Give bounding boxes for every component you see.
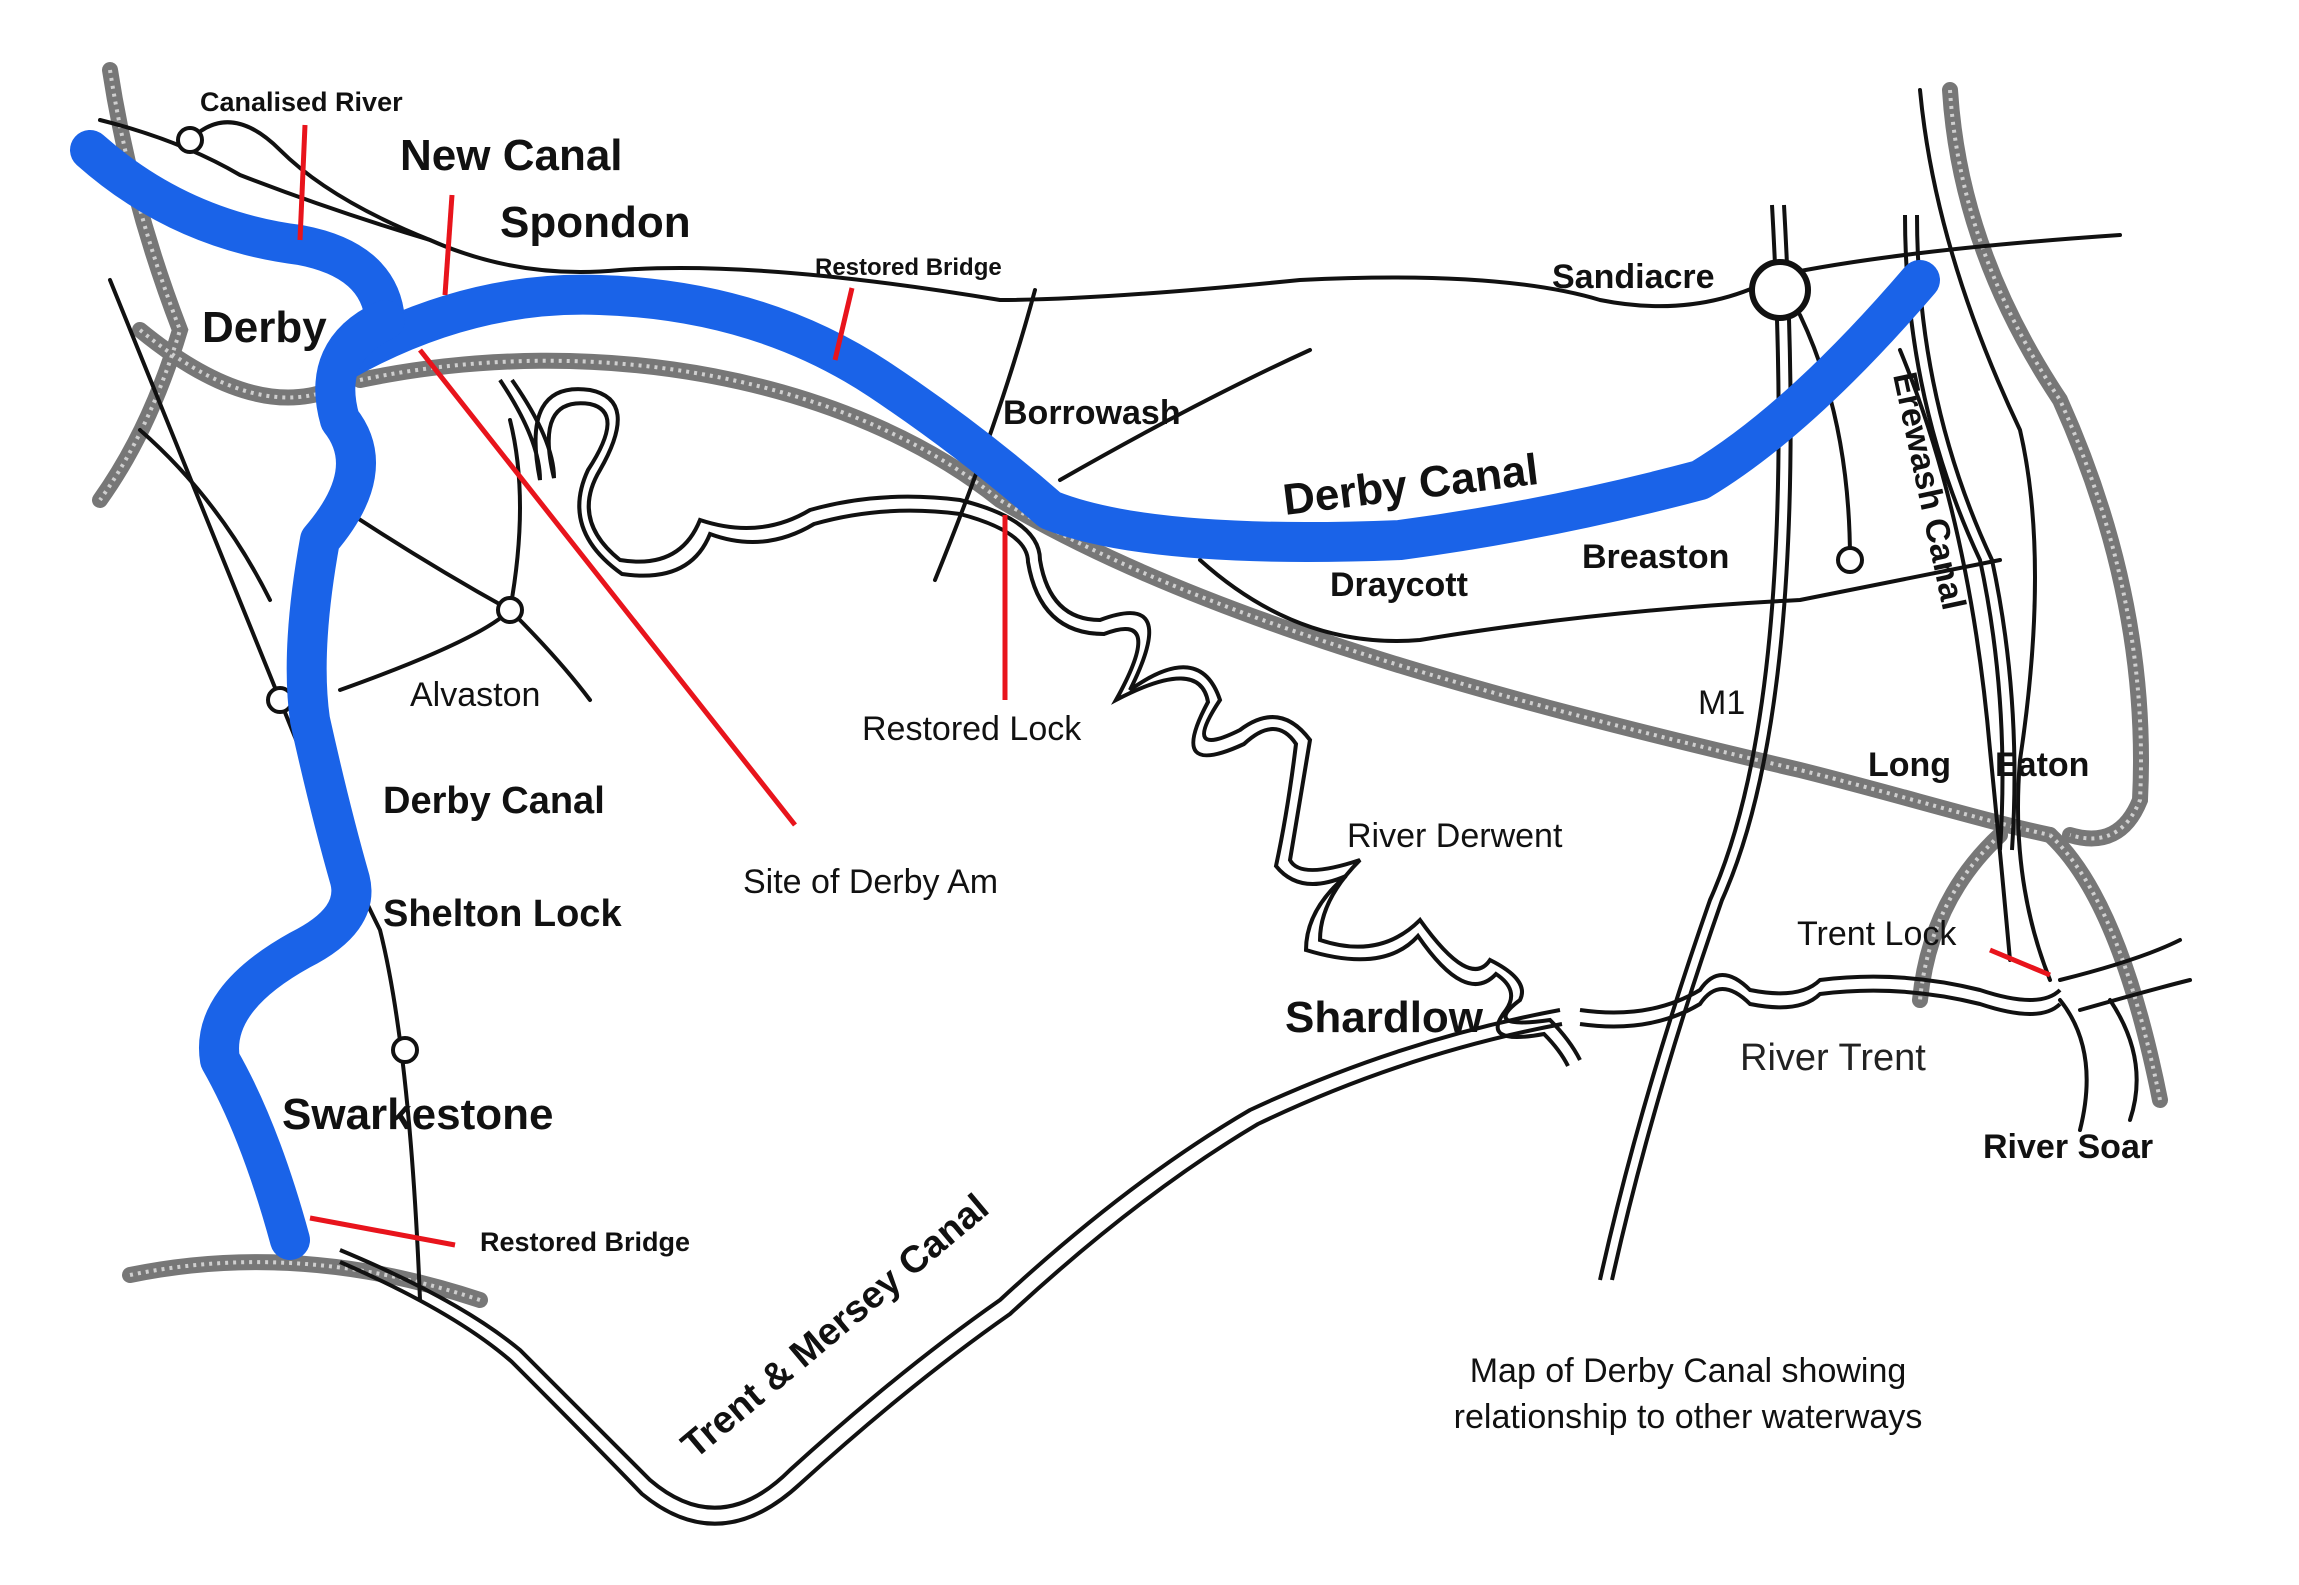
- label-draycott: Draycott: [1330, 566, 1468, 604]
- road-derby-sw: [138, 428, 272, 602]
- label-long: Long: [1868, 746, 1951, 784]
- road-north: [188, 120, 432, 242]
- derby-canal-route: [70, 130, 1940, 1260]
- derby-canal-south-arm: [199, 300, 405, 1260]
- label-shardlow: Shardlow: [1285, 993, 1484, 1042]
- label-sandiacre: Sandiacre: [1552, 258, 1715, 296]
- label-eaton: Eaton: [1995, 746, 2089, 784]
- roundabout-derby-north: [176, 126, 204, 154]
- label-trent-mersey-canal: Trent & Mersey Canal: [674, 1186, 997, 1467]
- road-alvaston-4: [508, 608, 592, 702]
- map-caption: Map of Derby Canal showing relationship …: [1454, 1352, 1923, 1436]
- road-spondon: [428, 238, 1782, 309]
- road-river-soar-1: [2058, 998, 2089, 1132]
- pointer-site-of-derby-arm: [418, 348, 797, 827]
- road-borrowash-north: [933, 288, 1037, 582]
- label-new-canal: New Canal: [400, 131, 623, 180]
- pointer-restored-bridge-north: [832, 287, 855, 361]
- trent-mersey-canal: [339, 1008, 1563, 1526]
- roundabout-breaston: [1836, 546, 1864, 574]
- road-a52-west: [98, 118, 432, 242]
- caption-line-2: relationship to other waterways: [1454, 1398, 1923, 1436]
- river-derwent: [498, 378, 1582, 1067]
- road-draycott: [1198, 558, 2002, 643]
- road-network: [98, 88, 2192, 1302]
- pointer-new-canal: [442, 194, 455, 296]
- railway-main-line: [352, 352, 2058, 843]
- label-borrowash: Borrowash: [1003, 394, 1181, 432]
- pointer-trent-lock: [1989, 947, 2051, 978]
- railway-erewash-valley: [1942, 82, 2149, 847]
- road-erewash-2: [1918, 88, 2052, 982]
- label-river-derwent: River Derwent: [1347, 817, 1563, 855]
- pointer-lines: [297, 124, 2051, 1248]
- m1-motorway: [1598, 204, 1793, 1281]
- railway-swarkestone: [122, 1254, 488, 1308]
- derby-canal-north-arm: [70, 130, 405, 340]
- roundabout-shelton: [391, 1036, 419, 1064]
- railway-long-eaton-south: [1912, 827, 2008, 1008]
- river-trent: [1579, 973, 2062, 1029]
- label-derby: Derby: [202, 303, 327, 352]
- label-erewash-canal: Erewash Canal: [1885, 369, 1972, 614]
- label-river-trent: River Trent: [1740, 1037, 1926, 1079]
- road-erewash-1: [1898, 348, 2012, 962]
- label-shelton-lock: Shelton Lock: [383, 893, 622, 935]
- label-restored-bridge-south: Restored Bridge: [480, 1227, 690, 1257]
- label-m1: M1: [1698, 684, 1745, 722]
- label-canalised-river: Canalised River: [200, 87, 403, 117]
- label-restored-bridge-north: Restored Bridge: [815, 254, 1002, 281]
- caption-line-1: Map of Derby Canal showing: [1470, 1352, 1907, 1390]
- road-borrowash-ne: [1058, 348, 1312, 482]
- roundabout-alvaston: [496, 596, 524, 624]
- label-breaston: Breaston: [1582, 538, 1729, 576]
- railway-derby-west: [92, 62, 189, 508]
- label-trent-lock: Trent Lock: [1797, 915, 1957, 953]
- roundabout-sandiacre: [1749, 259, 1811, 321]
- erewash-canal-line: [1903, 214, 2017, 851]
- railway-lines: [92, 62, 2168, 1308]
- derby-canal-main-line: [325, 260, 1940, 562]
- label-site-of-derby-arm: Site of Derby Am: [743, 863, 998, 901]
- label-restored-lock: Restored Lock: [862, 710, 1082, 748]
- pointer-canalised-river: [297, 124, 308, 241]
- label-spondon: Spondon: [500, 198, 691, 247]
- label-derby-canal-south: Derby Canal: [383, 780, 605, 822]
- road-trent-east: [2058, 938, 2182, 982]
- pointer-restored-bridge-south: [309, 1215, 456, 1248]
- label-swarkestone: Swarkestone: [282, 1090, 553, 1139]
- road-river-soar-2: [2108, 998, 2139, 1122]
- label-alvaston: Alvaston: [410, 676, 540, 714]
- label-river-soar: River Soar: [1983, 1128, 2153, 1166]
- road-alvaston-3: [508, 418, 522, 612]
- road-trent-east-2: [2078, 978, 2192, 1012]
- road-breaston-north: [1798, 313, 1852, 562]
- road-a52-east: [1778, 233, 2122, 277]
